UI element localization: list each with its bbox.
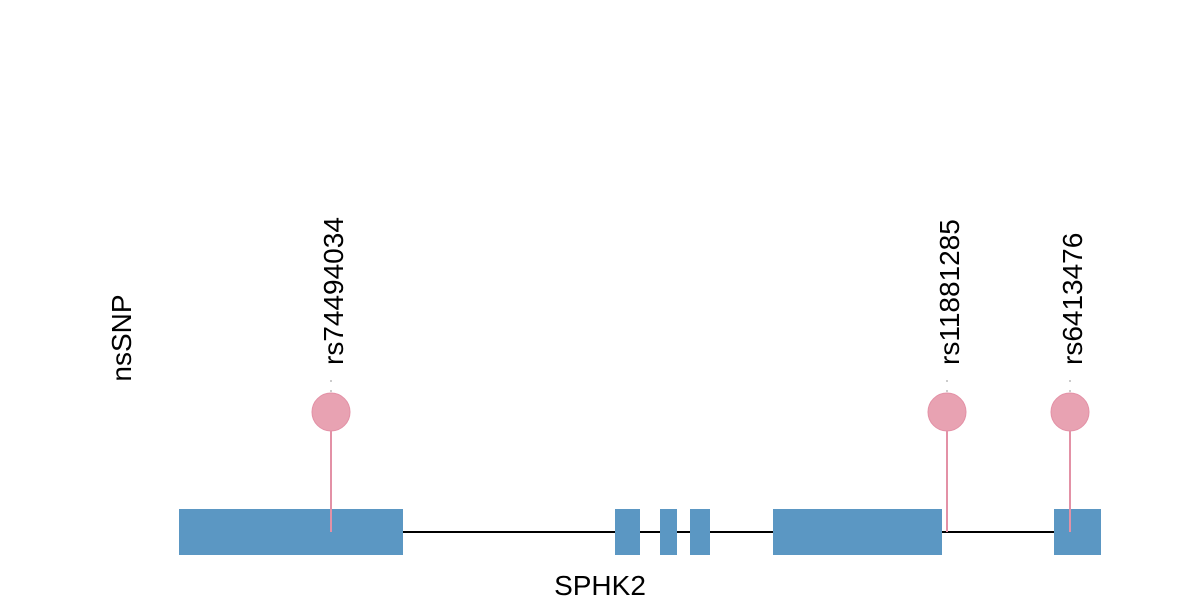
exon-block [179, 509, 403, 555]
snp-lollipop: rs11881285 [927, 219, 967, 532]
snp-label: rs74494034 [318, 217, 349, 365]
snp-head[interactable] [311, 392, 351, 432]
exon-block [1054, 509, 1101, 555]
snp-head[interactable] [1050, 392, 1090, 432]
track-label: nsSNP [106, 294, 137, 381]
snp-lollipop: rs6413476 [1050, 233, 1090, 532]
snp-label: rs11881285 [934, 219, 965, 365]
snp-lollipop: rs74494034 [311, 217, 351, 532]
exon-block [660, 509, 677, 555]
exons [179, 509, 1101, 555]
gene-label: SPHK2 [554, 570, 646, 600]
snp-lollipops: rs74494034 rs11881285 rs6413476 [311, 217, 1090, 532]
snp-head[interactable] [927, 392, 967, 432]
exon-block [690, 509, 710, 555]
exon-block [615, 509, 640, 555]
snp-label: rs6413476 [1057, 233, 1088, 365]
exon-block [773, 509, 942, 555]
